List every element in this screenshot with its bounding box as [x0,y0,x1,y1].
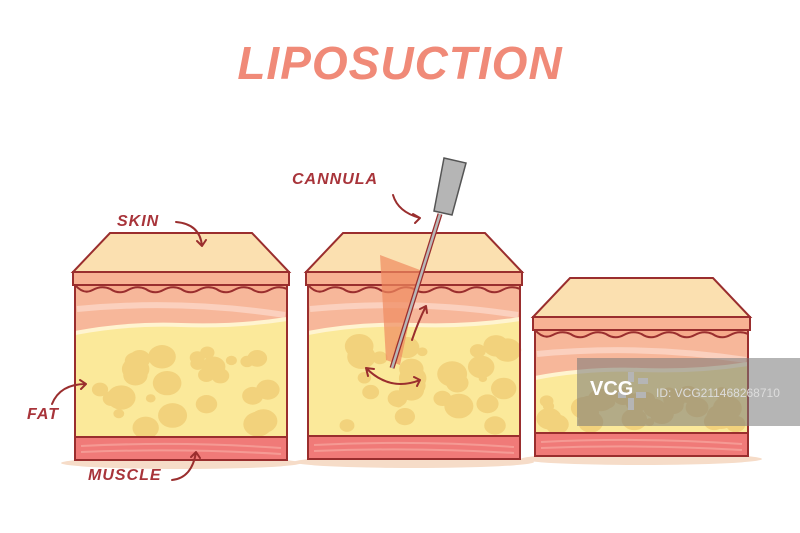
fat-cell [454,400,471,414]
watermark-id: ID: VCG211468268710 [656,386,780,400]
fat-cell [247,349,268,367]
page-title: LIPOSUCTION [237,37,563,89]
cannula [380,157,467,369]
skin-pointer-arrow-icon [175,221,207,247]
label-cannula: CANNULA [292,171,379,188]
label-fat: FAT [27,406,60,423]
fat-cell [387,390,408,407]
fat-pointer-arrow-icon [51,379,87,405]
fat-cell [145,394,156,403]
fat-cell [123,364,148,386]
fat-cell [148,345,176,369]
fat-cell [200,346,215,359]
fat-cell [132,416,159,440]
fat-cell [417,347,428,357]
motion-arrow-up-icon [411,305,428,341]
fat-cell [476,394,499,414]
motion-arrow-icon [365,367,421,387]
fat-cell [195,395,218,414]
label-skin: SKIN [117,213,160,230]
watermark-logo: VCG [590,378,634,400]
fat-cell [478,374,488,383]
fat-cell [242,386,264,405]
fat-cell [344,333,374,359]
fat-cell [357,372,372,384]
fat-cell [249,409,278,433]
fat-cell [545,414,569,435]
fat-cell [394,408,416,426]
fat-cell [102,391,121,407]
fat-cell [362,384,380,400]
fat-cell [339,419,355,432]
watermark-band [577,358,800,426]
fat-cell [469,344,486,358]
skin-block-before [61,232,301,469]
fat-cell [208,364,219,373]
fat-cell [484,416,506,435]
muscle-pointer-arrow-icon [171,451,201,481]
fat-cell [190,357,205,370]
fat-cell [493,338,522,362]
fat-cell [467,355,495,379]
fat-cell [433,390,452,407]
fat-cell [91,382,109,397]
fat-cell [225,355,237,366]
fat-cell [113,409,125,419]
label-muscle: MUSCLE [88,467,162,484]
fat-cell [372,351,388,365]
fat-cell [446,373,469,393]
fat-cell [542,401,555,411]
fat-cell [152,370,182,396]
fat-cell [402,375,426,396]
cannula-pointer-arrow-icon [392,194,421,224]
fat-cell [158,403,188,428]
fat-cell [490,377,517,400]
